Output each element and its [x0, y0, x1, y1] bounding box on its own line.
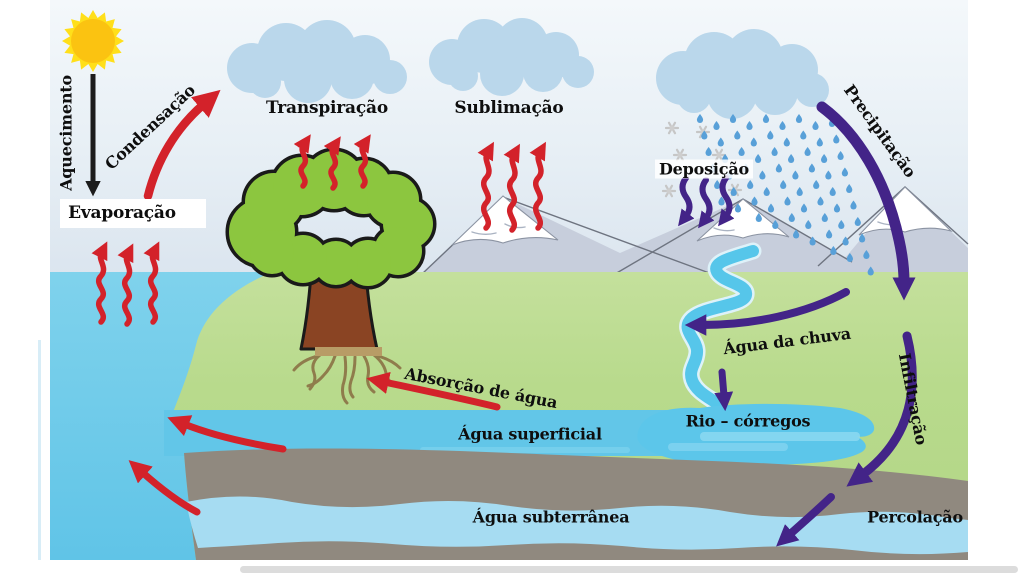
sublimation-arrow [503, 143, 520, 233]
sublimation-arrow [529, 141, 546, 231]
tree-root [376, 354, 402, 370]
absorption-arrow [366, 371, 501, 411]
tree-roots [292, 353, 402, 405]
band-highlight [420, 447, 630, 453]
river-arrow [714, 368, 734, 412]
snowcap [451, 195, 559, 246]
evaporation-arrow [91, 241, 108, 325]
deposition-arrow [678, 175, 695, 227]
groundwater-band [186, 496, 968, 555]
snow-detail [471, 231, 497, 235]
lake-highlight [700, 432, 860, 441]
ocean-edge-line [38, 340, 41, 560]
deposition-arrow [698, 177, 715, 229]
precipitation-arrow [816, 101, 916, 301]
tree-root-crown [315, 347, 382, 356]
groundwater-flow-arrow [128, 460, 201, 516]
canopy-fill [229, 151, 433, 286]
condensation-arrow [143, 89, 221, 201]
infiltration-arrow [846, 331, 917, 487]
rain-cloud-icon [656, 29, 829, 119]
tree [225, 147, 437, 405]
cloud-icon-middle [429, 18, 594, 96]
transpiration-arrow [353, 134, 371, 189]
purple-arrows [678, 101, 917, 547]
snow-detail [713, 227, 735, 232]
sublimation-arrow [477, 141, 494, 231]
evaporation-arrow [117, 243, 134, 327]
sun-icon [62, 10, 124, 72]
tree-root [348, 355, 357, 399]
deposition-arrow [718, 175, 735, 227]
lake-highlight [668, 443, 788, 451]
tree-canopy [225, 147, 437, 290]
tree-root [292, 354, 320, 372]
evaporation-arrow [143, 241, 160, 325]
surface-water [164, 403, 875, 465]
percolation-arrow [776, 493, 835, 547]
cloud-icon-left [227, 20, 407, 103]
rainwater-arrow [684, 288, 850, 336]
bottom-bar [240, 566, 1018, 573]
tree-root [341, 355, 349, 405]
tree-root [306, 354, 337, 388]
transpiration-arrow [323, 136, 341, 191]
sun-disc [71, 19, 115, 63]
surface-flow-arrow [167, 415, 287, 453]
surface-water-band [164, 410, 686, 456]
clouds [227, 18, 829, 119]
red-arrows [91, 89, 546, 516]
transpiration-arrow [293, 134, 311, 189]
